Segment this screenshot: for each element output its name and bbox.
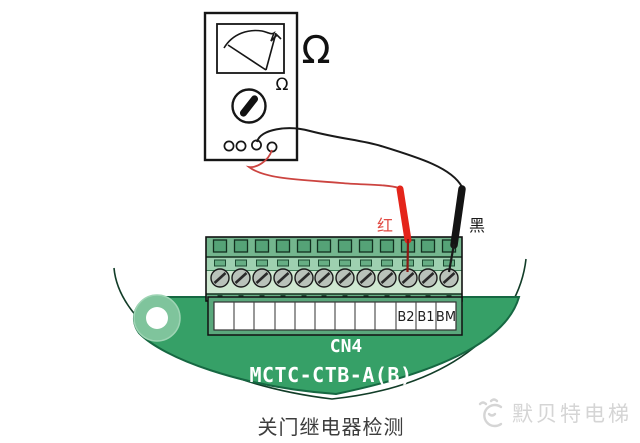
black-wire [256,127,463,188]
watermark-text: 默贝特电梯 [512,402,632,426]
black-probe[interactable] [450,185,466,249]
black-probe-label: 黑 [469,216,485,235]
meter-needle-rest [265,32,277,71]
board-model-label: MCTC-CTB-A(B) [249,363,412,387]
terminal-connector [205,236,463,302]
meter-display [216,23,285,74]
terminal-label-bm: BM [436,310,456,325]
meter-scale-arc [223,29,282,49]
red-test-lead: 红 [245,149,412,273]
meter-needle [227,44,267,71]
terminal-label-b2: B2 [397,310,414,325]
caption: 关门继电器检测 [258,415,405,439]
probe-jacks[interactable] [223,139,278,153]
red-probe[interactable] [396,185,412,244]
connector-name-label: CN4 [330,336,363,357]
red-probe-tip [406,238,410,273]
terminal-label-strip: B2 B1 BM [207,296,463,336]
watermark: 默贝特电梯 [478,398,632,428]
red-probe-label: 红 [377,216,393,235]
range-dial[interactable] [231,88,267,124]
black-probe-tip [447,243,456,273]
black-test-lead: 黑 [256,127,485,273]
ohm-symbol-large: Ω [301,28,330,72]
watermark-logo-icon [478,398,503,428]
multimeter: Ω Ω [203,11,331,162]
terminal-label-b1: B1 [417,310,434,325]
ohm-symbol-dial: Ω [276,75,289,95]
mounting-hole [146,307,168,329]
red-wire [245,149,400,189]
